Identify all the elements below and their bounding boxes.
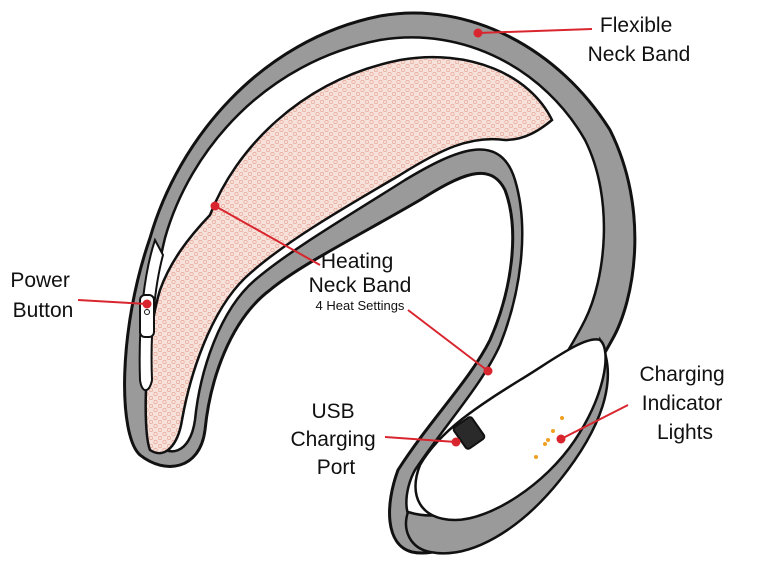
indicator-light xyxy=(546,438,550,442)
label-flexible-neck-band: Flexible Neck Band xyxy=(588,14,691,66)
charging-indicator-lights xyxy=(534,416,564,459)
leader-usb-port xyxy=(384,436,457,443)
indicator-light xyxy=(551,429,555,433)
power-icon xyxy=(144,309,150,315)
label-heating-neck-band: Heating Neck Band xyxy=(309,250,412,297)
dot-usb-port xyxy=(451,437,461,447)
label-usb-charging-port: USB Charging Port xyxy=(290,400,381,479)
dot-charging-lights xyxy=(556,434,566,444)
indicator-light xyxy=(560,416,564,420)
label-heat-settings: 4 Heat Settings xyxy=(316,298,405,313)
usb-charging-port[interactable] xyxy=(452,416,486,450)
leader-heat-settings xyxy=(407,309,489,372)
leader-flexible-neck-band xyxy=(477,28,593,34)
leader-power-button xyxy=(77,299,148,305)
leader-heating-neck-band xyxy=(214,205,321,266)
label-charging-indicator-lights: Charging Indicator Lights xyxy=(639,363,730,444)
dot-heat-settings xyxy=(483,366,493,376)
indicator-light xyxy=(534,455,538,459)
dot-flexible-neck-band xyxy=(473,28,483,38)
leader-charging-lights xyxy=(560,404,629,440)
dot-power-button xyxy=(142,299,152,309)
heating-panel xyxy=(144,55,554,455)
indicator-light xyxy=(543,442,547,446)
dot-heating-neck-band xyxy=(210,201,220,211)
label-power-button: Power Button xyxy=(10,269,75,322)
